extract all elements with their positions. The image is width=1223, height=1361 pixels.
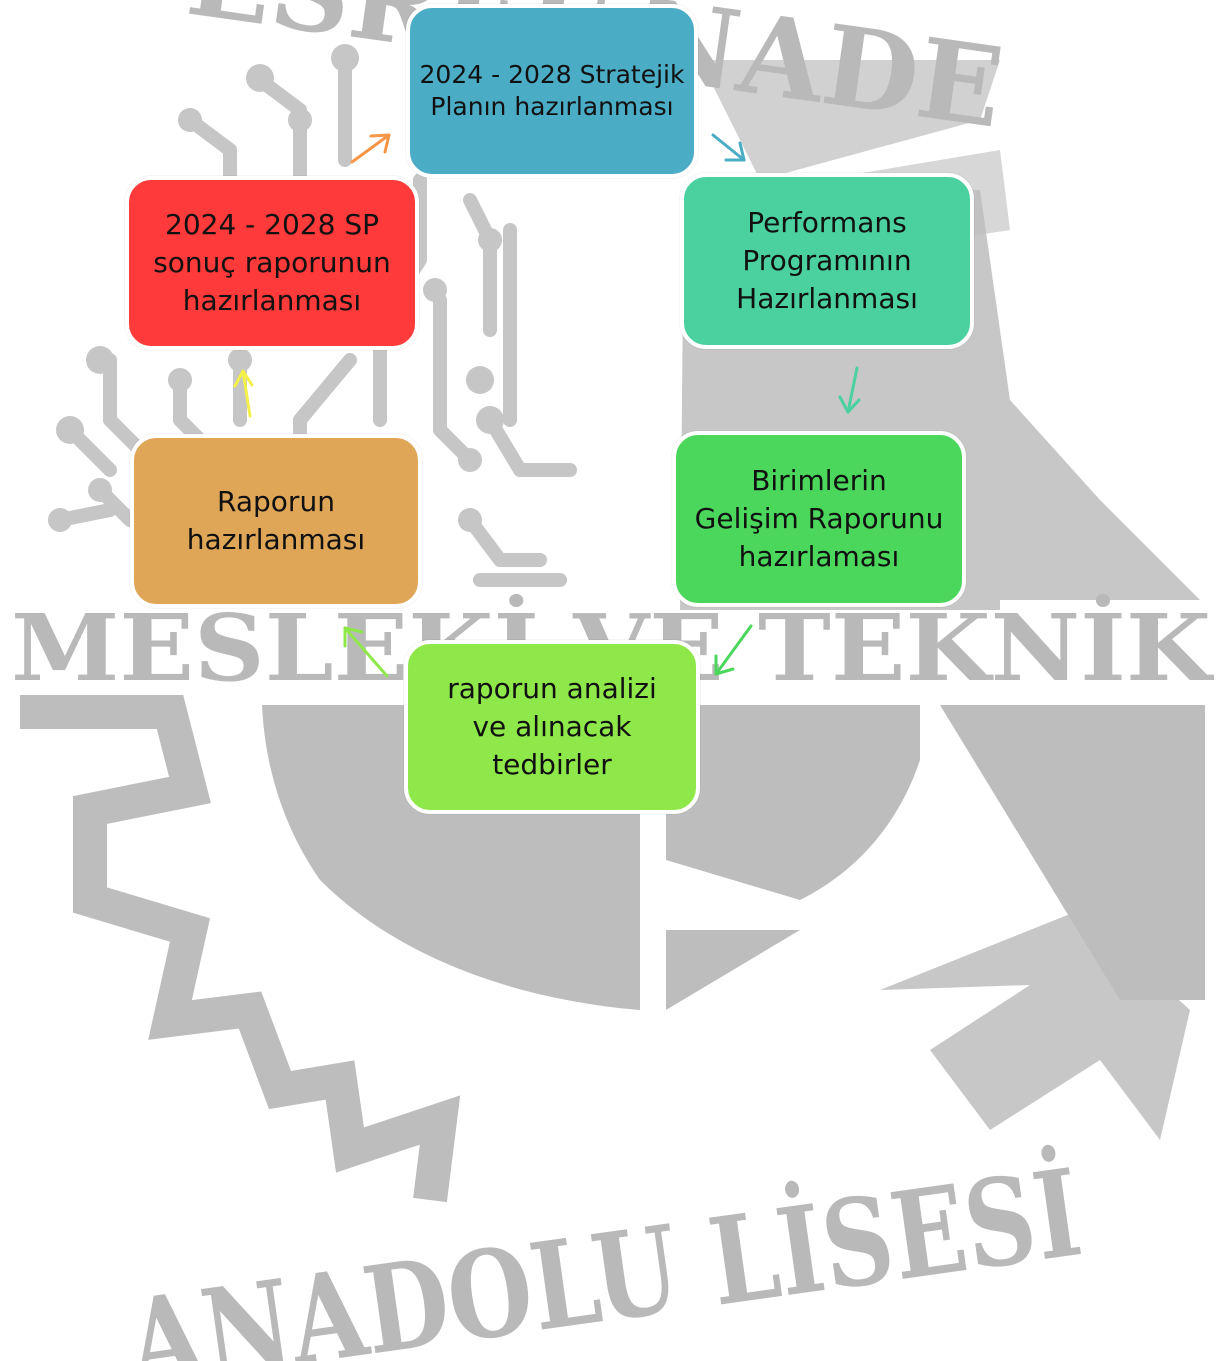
cycle-step-label: Raporun hazırlanması	[186, 485, 366, 556]
cycle-step-report-preparation: Raporun hazırlanması	[130, 434, 422, 608]
cycle-step-strategic-plan: 2024 - 2028 Stratejik Planın hazırlanmas…	[406, 4, 698, 178]
right-wedge-shape	[940, 705, 1205, 1000]
globe-lower-right-lower-shape	[666, 930, 800, 1010]
cycle-step-unit-development-report: Birimlerin Gelişim Raporunu hazırlaması	[672, 431, 966, 607]
globe-lower-right-shape	[666, 705, 920, 900]
cycle-step-label: raporun analizi ve alınacak tedbirler	[447, 672, 657, 781]
cycle-step-label: Performans Programının Hazırlanması	[736, 206, 918, 315]
gear-outline-shape	[20, 695, 461, 1203]
lightning-bar-1	[700, 60, 1000, 180]
cycle-step-label: 2024 - 2028 Stratejik Planın hazırlanmas…	[419, 60, 685, 121]
cycle-step-report-analysis: raporun analizi ve alınacak tedbirler	[404, 640, 700, 814]
cycle-step-label: Birimlerin Gelişim Raporunu hazırlaması	[694, 464, 944, 573]
cycle-step-label: 2024 - 2028 SP sonuç raporunun hazırlanm…	[153, 208, 391, 317]
watermark-bottom-text: ANADOLU LİSESİ	[118, 1141, 1089, 1361]
cycle-step-sp-result-report: 2024 - 2028 SP sonuç raporunun hazırlanm…	[125, 176, 419, 350]
cycle-step-performance-program: Performans Programının Hazırlanması	[680, 173, 974, 349]
circuit-nodes	[48, 44, 504, 532]
